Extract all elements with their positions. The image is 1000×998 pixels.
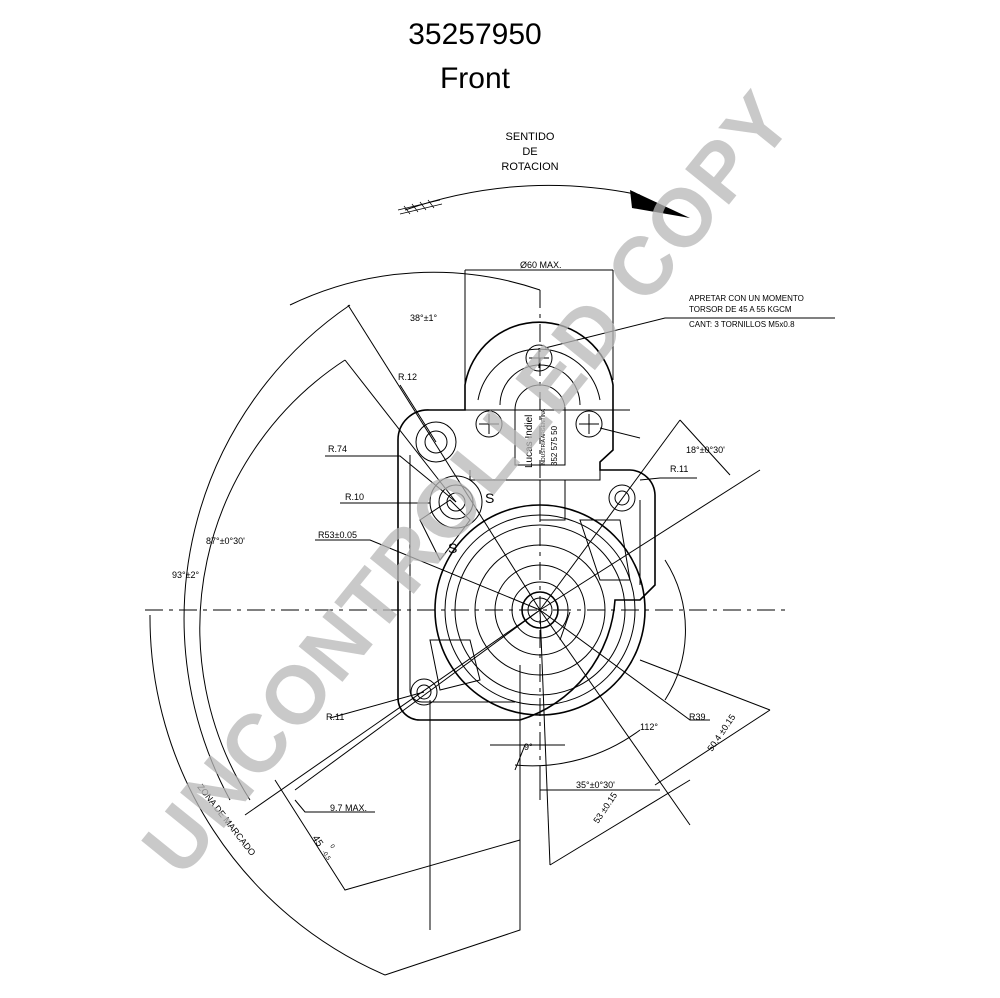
dim-r39: R39 xyxy=(689,712,706,722)
dim-angle-18: 18°±0°30' xyxy=(686,445,725,455)
dim-50-4: 50.4 ±0.15 xyxy=(705,712,737,753)
rotation-label-2: DE xyxy=(522,146,537,158)
rotation-label-1: SENTIDO xyxy=(506,131,555,143)
rotation-arrow-head xyxy=(630,190,690,218)
dim-angle-35: 35°±0°30' xyxy=(576,780,615,790)
torque-line-1: APRETAR CON UN MOMENTO xyxy=(689,294,804,303)
dim-angle-112: 112° xyxy=(640,722,658,732)
dim-angle-9: 9° xyxy=(524,742,533,752)
dim-45: 45 xyxy=(310,834,326,850)
rotation-arrow-feather xyxy=(397,199,443,215)
dim-r11-left: R.11 xyxy=(326,712,344,722)
code-label: 352 575 50 xyxy=(550,425,559,466)
dim-9-7: 9.7 MAX. xyxy=(330,803,367,813)
dim-r12: R.12 xyxy=(398,372,417,382)
dim-45-tol-lower: -0.5 xyxy=(320,850,331,862)
dim-45-tol-upper: 0 xyxy=(328,844,335,851)
rotation-indicator: SENTIDO DE ROTACION xyxy=(397,131,690,218)
view-title: Front xyxy=(439,62,511,95)
brand-label: Lucas Indiel xyxy=(524,415,535,468)
pilot-circles xyxy=(434,504,686,716)
dim-angle-bolts: 38°±1° xyxy=(410,313,438,323)
watermark: UNCONTROLLED COPY xyxy=(125,75,811,892)
center-lines xyxy=(145,290,785,770)
dim-r53: R53±0.05 xyxy=(318,530,357,540)
rotation-label-3: ROTACION xyxy=(501,161,558,173)
s-lower-label: S xyxy=(448,540,457,556)
dim-angle-87: 87°±0°30' xyxy=(206,536,245,546)
screw-heads xyxy=(475,344,603,438)
flange-outline xyxy=(397,321,656,721)
dim-angle-93: 93°±2° xyxy=(172,570,200,580)
dim-r10: R.10 xyxy=(345,492,364,502)
torque-note: APRETAR CON UN MOMENTO TORSOR DE 45 A 55… xyxy=(689,294,804,329)
dim-r11-right: R.11 xyxy=(670,464,688,474)
dim-r74: R.74 xyxy=(328,444,347,454)
torque-line-2: TORSOR DE 45 A 55 KGCM xyxy=(689,305,792,314)
dimension-lines xyxy=(244,269,835,976)
dim-53: 53 ±0.15 xyxy=(591,791,619,826)
part-number: 35257950 xyxy=(408,18,542,51)
s-upper-label: S xyxy=(485,490,494,506)
industry-label: INDUSTRIA ARGENTINA xyxy=(541,408,547,466)
screws-note: CANT: 3 TORNILLOS M5x0.8 xyxy=(689,320,795,329)
dim-diameter: Ø60 MAX. xyxy=(520,260,562,270)
